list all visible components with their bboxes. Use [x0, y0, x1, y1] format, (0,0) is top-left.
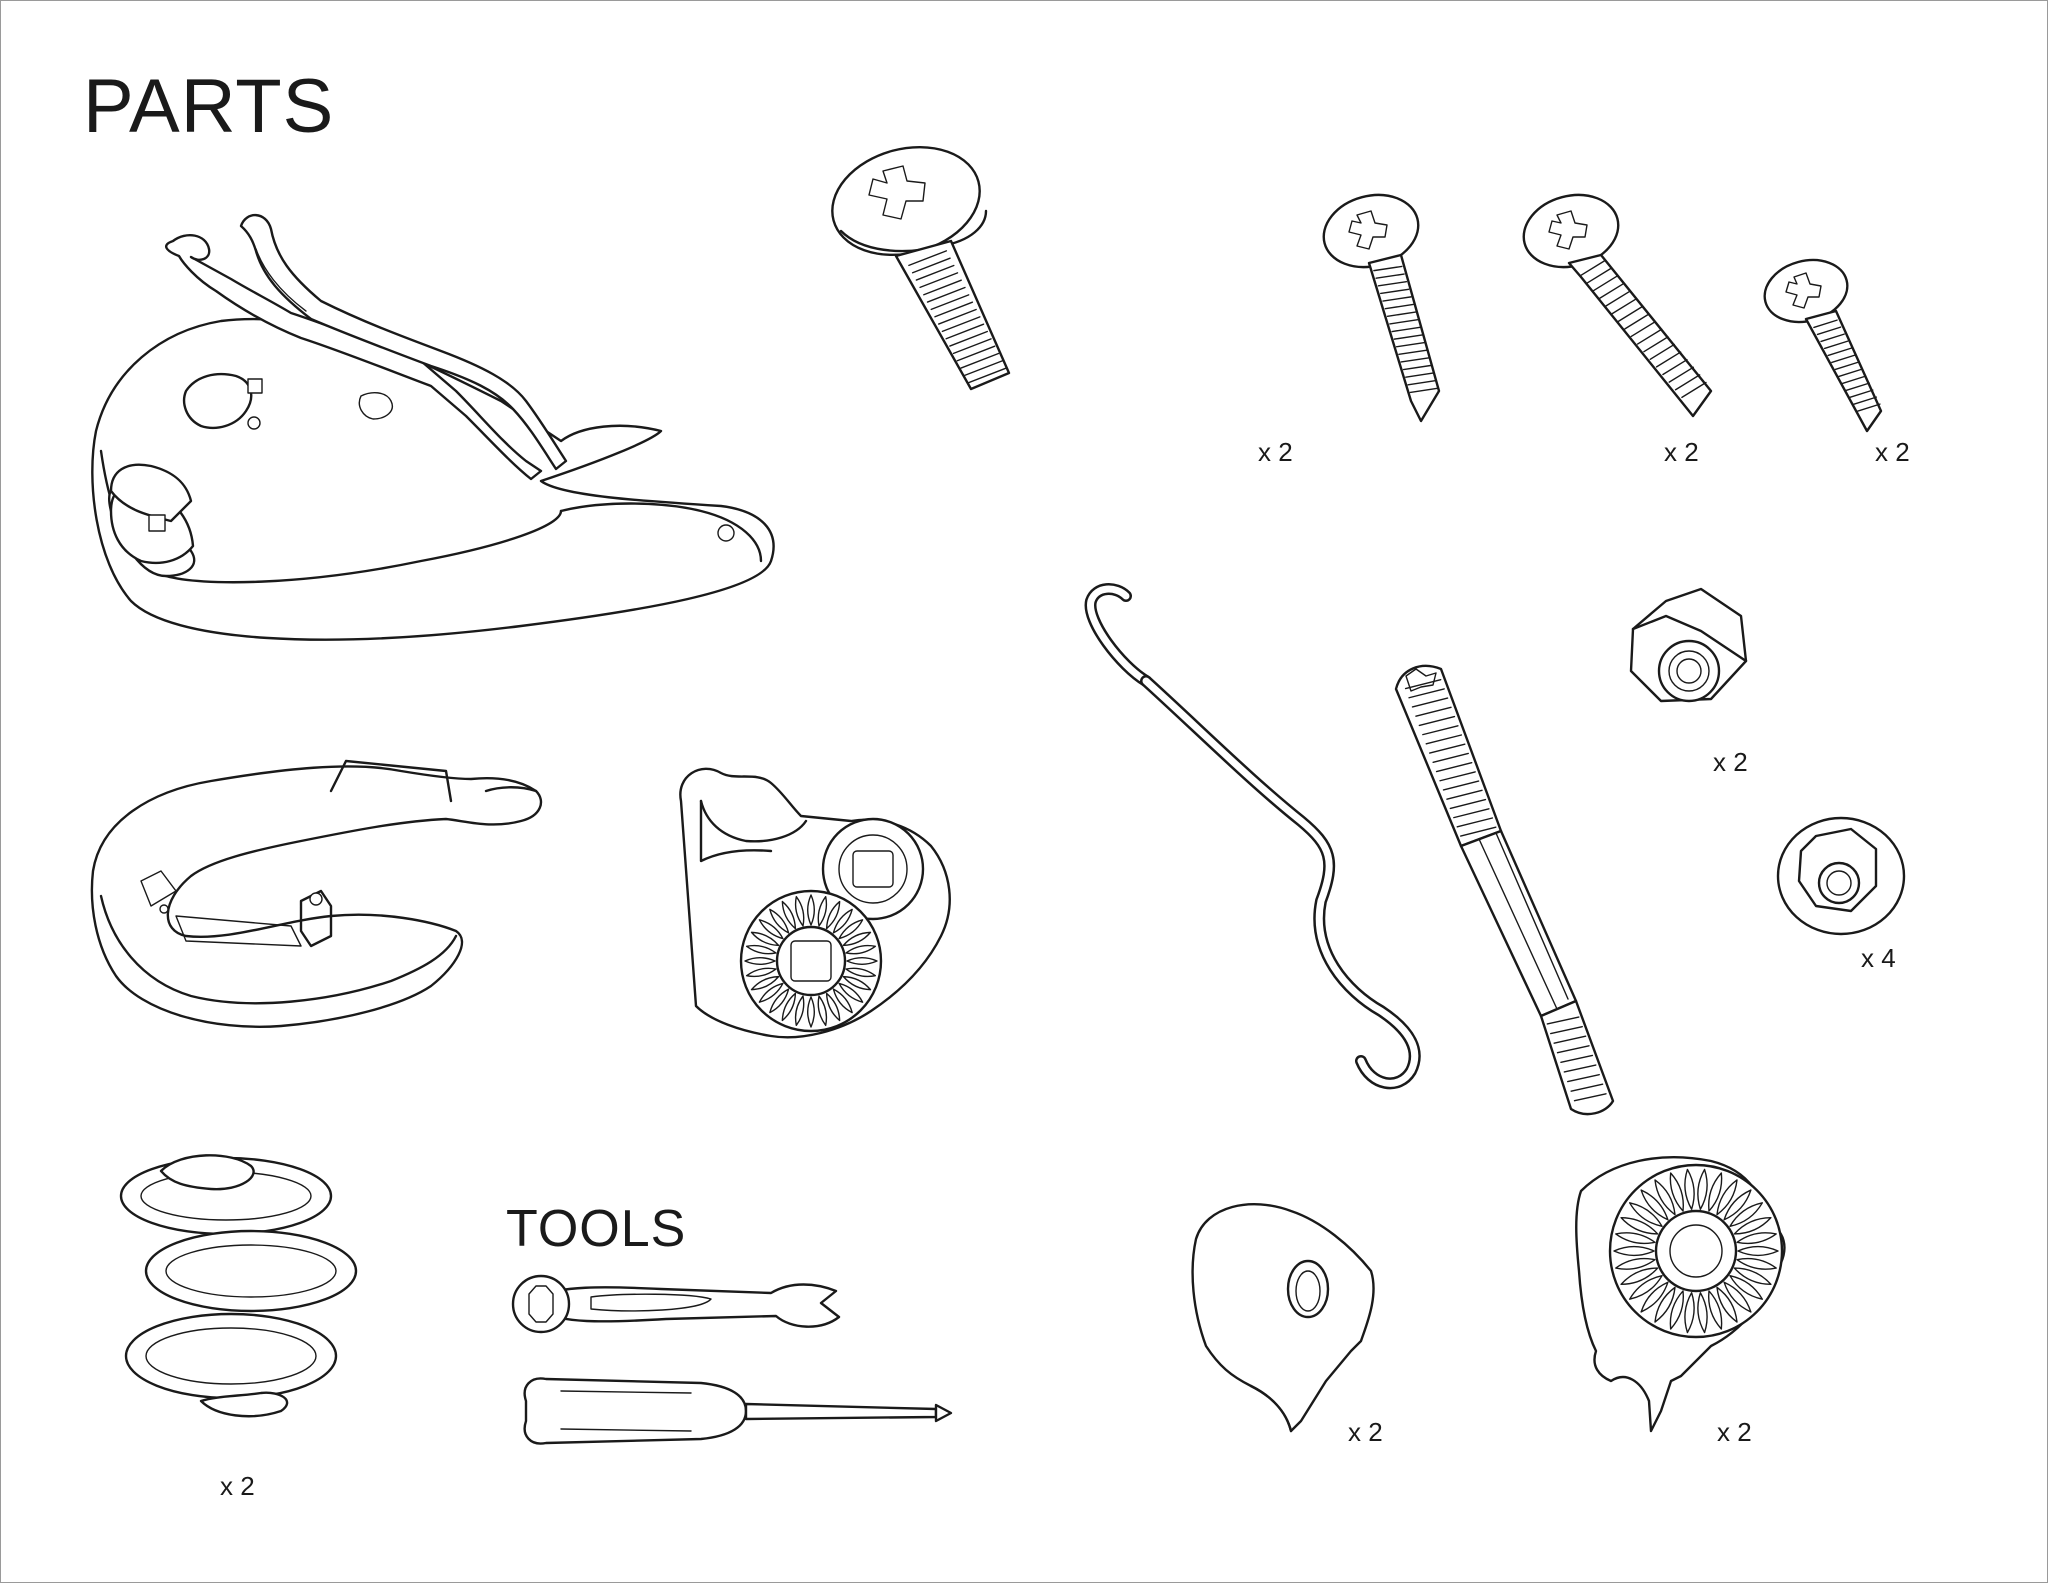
small-clamp-icon [1191, 1203, 1375, 1433]
toothed-clamp-petals-icon [1613, 1168, 1779, 1334]
qty-spring: x 2 [220, 1471, 255, 1501]
stud-threads [1404, 678, 1607, 1102]
parts-heading: PARTS [83, 64, 335, 149]
flange-nut-icon [1776, 816, 1906, 936]
wrench-icon [511, 1274, 841, 1334]
qty-large-screw: x 2 [1258, 437, 1293, 467]
screwdriver-icon [523, 1377, 953, 1445]
rail-wire-icon [1084, 583, 1421, 1090]
sunburst-petals-icon [744, 894, 878, 1028]
qty-toothed-clamp: x 2 [1717, 1417, 1752, 1447]
qty-hex-nut: x 2 [1713, 747, 1748, 777]
saddle-icon [91, 213, 775, 641]
coil-spring-icon [119, 1154, 358, 1418]
small-screw-icon [1763, 258, 1883, 433]
medium-screw-2-icon [1522, 193, 1713, 418]
qty-flange-nut: x 4 [1861, 943, 1896, 973]
seat-clamp-icon [679, 767, 951, 1039]
qty-small-clamp: x 2 [1348, 1417, 1383, 1447]
large-screw-icon [831, 145, 1011, 391]
saddle-base-icon [90, 759, 543, 1028]
hex-nut-icon [1629, 587, 1748, 703]
tools-heading: TOOLS [506, 1200, 687, 1258]
qty-small-screw: x 2 [1875, 437, 1910, 467]
screw-threads [908, 250, 1881, 413]
qty-medium-screw: x 2 [1664, 437, 1699, 467]
medium-screw-icon [1322, 193, 1441, 423]
toothed-clamp-icon [1575, 1156, 1786, 1433]
